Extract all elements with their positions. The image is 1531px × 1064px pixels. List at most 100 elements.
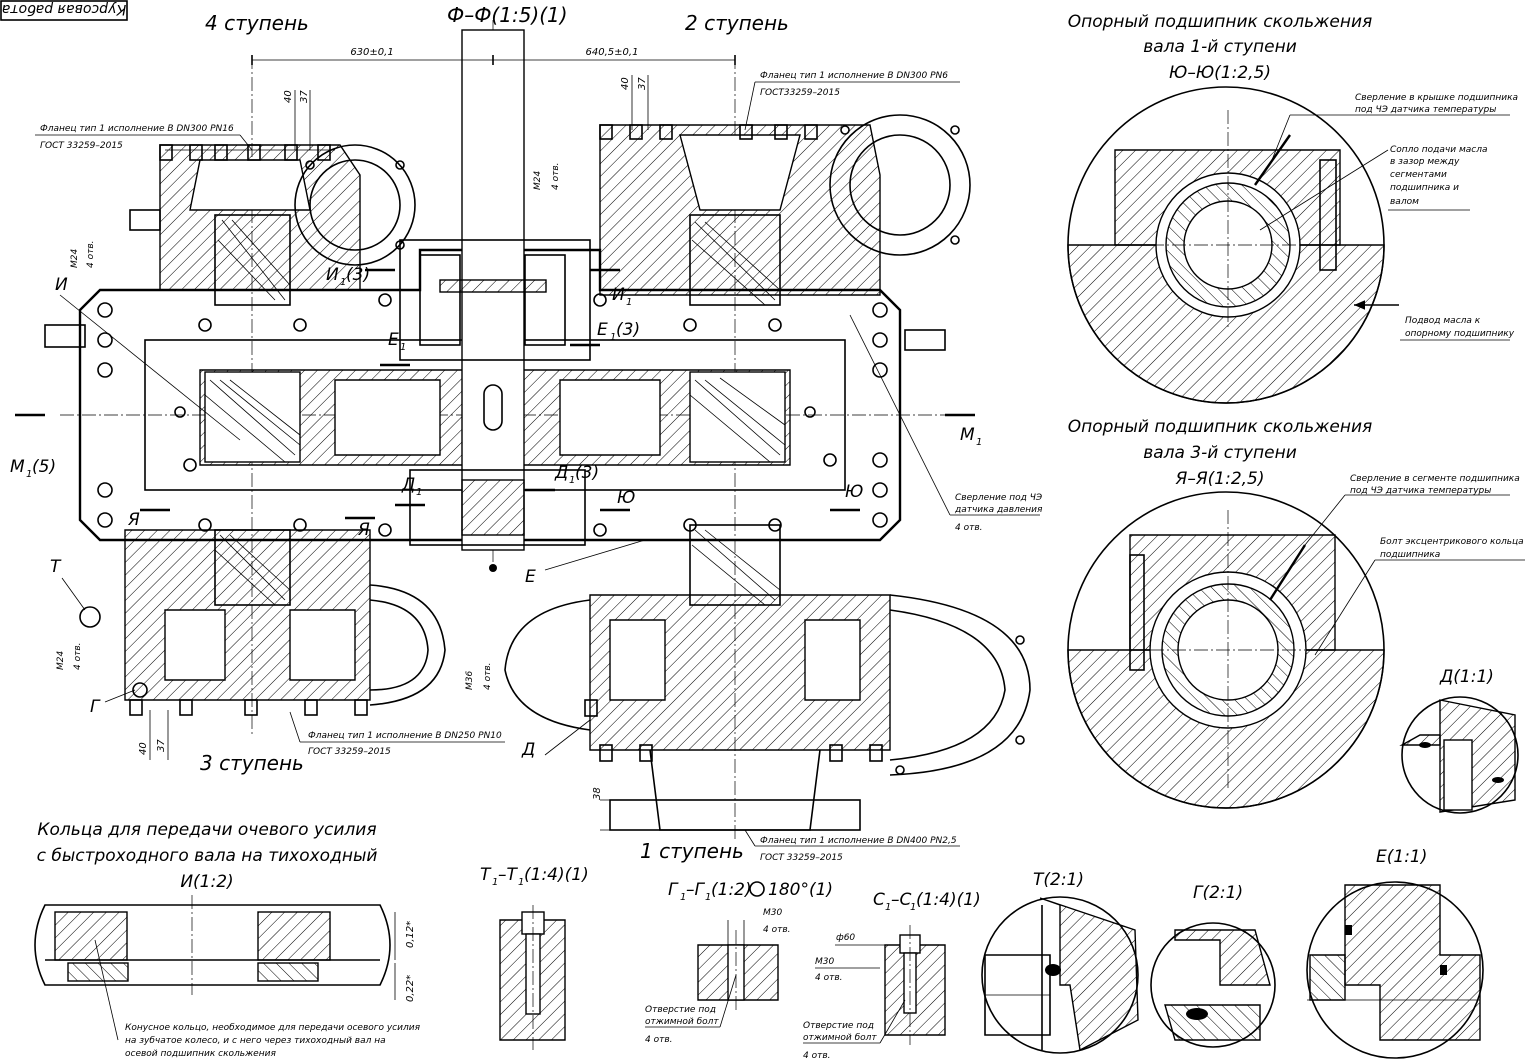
label-Ya-left: Я bbox=[127, 510, 140, 530]
stage-2-turbine bbox=[599, 114, 971, 306]
g1-note-line3: 4 отв. bbox=[645, 1035, 673, 1045]
pinion-right bbox=[689, 371, 786, 463]
drill-press-line2: датчика давления bbox=[954, 505, 1043, 515]
label-E1-left-sub: 1 bbox=[400, 342, 406, 353]
bearing-1-detail: Опорный подшипник скольжения вала 1-й ст… bbox=[1067, 12, 1518, 404]
drill-press-line3: 4 отв. bbox=[955, 523, 983, 533]
label-Yu-left: Ю bbox=[617, 488, 635, 508]
stage-1-turbine bbox=[504, 524, 1031, 831]
b1-oil-line1: Подвод масла к bbox=[1405, 316, 1481, 326]
b1-drill-line1: Сверление в крышке подшипника bbox=[1355, 93, 1518, 103]
label-M1-5-tail: (5) bbox=[32, 457, 56, 477]
stage-4-turbine bbox=[129, 144, 416, 306]
label-M1-5: М bbox=[10, 457, 25, 477]
bearing-1-title-line3: Ю–Ю(1:2,5) bbox=[1169, 63, 1271, 83]
bearing-3-title-line3: Я–Я(1:2,5) bbox=[1175, 469, 1265, 489]
rings-title-line1: Кольца для передачи очевого усилия bbox=[37, 820, 376, 840]
b1-nozzle-line2: в зазор между bbox=[1390, 157, 1460, 167]
dim-37-a: 37 bbox=[299, 90, 310, 103]
rings-note-line1: Конусное кольцо, необходимое для передач… bbox=[125, 1023, 421, 1033]
label-D1-left: Д bbox=[401, 475, 415, 495]
label-E1-3: Е bbox=[597, 320, 608, 340]
rings-note-line3: осевой подшипник скольжения bbox=[125, 1049, 276, 1059]
g1-rot: 180°(1) bbox=[768, 880, 833, 900]
label-E: Е bbox=[525, 567, 536, 587]
b1-nozzle-line3: сегментами bbox=[1390, 170, 1447, 180]
label-I: И bbox=[55, 275, 68, 295]
label-D1-3-tail: (3) bbox=[575, 463, 599, 483]
stage-2-label: 2 ступень bbox=[685, 11, 789, 35]
m36: М36 bbox=[465, 671, 475, 690]
detail-e-title: Е(1:1) bbox=[1376, 847, 1427, 867]
detail-d: Д(1:1) bbox=[1399, 667, 1519, 814]
bearing-3-title-line1: Опорный подшипник скольжения bbox=[1068, 417, 1373, 437]
g1-note-line1: Отверстие под bbox=[645, 1005, 716, 1015]
c1-note-line3: 4 отв. bbox=[803, 1051, 831, 1061]
rings-title-line2: с быстроходного вала на тихоходный bbox=[37, 846, 378, 866]
label-M1-right-sub: 1 bbox=[976, 437, 982, 448]
pinion-left bbox=[204, 371, 301, 463]
dim-37-c: 37 bbox=[156, 739, 167, 752]
flange-1-line1: Фланец тип 1 исполнение В DN400 PN2,5 bbox=[760, 836, 957, 846]
t1-title-a: Т bbox=[480, 865, 492, 885]
bearing-1-title-line1: Опорный подшипник скольжения bbox=[1068, 12, 1373, 32]
c1-title-sub: 1 bbox=[885, 902, 891, 913]
g1-m30: М30 bbox=[763, 908, 782, 918]
label-D: Д bbox=[521, 740, 535, 760]
rings-dim-a: 0,12* bbox=[405, 921, 416, 948]
t1-title-sub2: 1 bbox=[518, 877, 524, 888]
label-Yu-right: Ю bbox=[845, 482, 863, 502]
bearing-1-title-line2: вала 1-й ступени bbox=[1143, 37, 1297, 57]
otv-d: 4 отв. bbox=[483, 662, 493, 690]
b1-nozzle-line1: Сопло подачи масла bbox=[1390, 145, 1487, 155]
section-c1: С 1 –С 1 (1:4)(1) ф60 М30 4 отв. Отверст… bbox=[803, 890, 981, 1061]
g1-title-sub: 1 bbox=[680, 892, 686, 903]
main-assembly-view: 630±0,1 640,5±0,1 40 37 40 37 40 37 38 М… bbox=[10, 3, 1043, 863]
rings-title-line3: И(1:2) bbox=[180, 872, 233, 892]
flange-4-line1: Фланец тип 1 исполнение В DN300 PN16 bbox=[40, 124, 234, 134]
c1-title-b: –С bbox=[891, 890, 912, 910]
detail-g: Г(2:1) bbox=[1150, 883, 1276, 1048]
c1-d60: ф60 bbox=[836, 933, 855, 943]
flange-2-line2: ГОСТ33259–2015 bbox=[760, 88, 840, 98]
section-g1: Г 1 –Г 1 (1:2) 180°(1) М30 4 отв. Отверс… bbox=[645, 880, 833, 1045]
label-I1-3-sub: 1 bbox=[340, 277, 346, 288]
flange-3-line1: Фланец тип 1 исполнение В DN250 PN10 bbox=[308, 731, 502, 741]
label-Ya-right: Я bbox=[357, 520, 370, 540]
rings-detail: Кольца для передачи очевого усилия с быс… bbox=[34, 820, 421, 1059]
dim-40-a: 40 bbox=[283, 90, 294, 103]
detail-e: Е(1:1) bbox=[1306, 847, 1484, 1059]
stage-3-turbine bbox=[79, 529, 446, 716]
detail-t-title: Т(2:1) bbox=[1033, 870, 1084, 890]
t1-title-sub: 1 bbox=[492, 877, 498, 888]
label-D1-3-sub: 1 bbox=[569, 475, 575, 486]
c1-title-a: С bbox=[873, 890, 885, 910]
detail-d-title: Д(1:1) bbox=[1439, 667, 1494, 687]
drill-press-line1: Сверление под ЧЭ bbox=[955, 493, 1043, 503]
b3-bolt-line2: подшипника bbox=[1380, 550, 1440, 560]
flange-2-line1: Фланец тип 1 исполнение В DN300 PN6 bbox=[760, 71, 948, 81]
section-title-f: Ф–Ф(1:5)(1) bbox=[447, 3, 568, 27]
label-E1-3-sub: 1 bbox=[610, 332, 616, 343]
m24-b: М24 bbox=[70, 249, 80, 268]
b1-drill-line2: под ЧЭ датчика температуры bbox=[1355, 105, 1496, 115]
b1-nozzle-line5: валом bbox=[1390, 197, 1419, 207]
g1-otv: 4 отв. bbox=[763, 925, 791, 935]
label-I1-right-sub: 1 bbox=[626, 297, 632, 308]
bearing-3-title-line2: вала 3-й ступени bbox=[1143, 443, 1297, 463]
c1-title-tail: (1:4)(1) bbox=[916, 890, 981, 910]
rings-note-line2: на зубчатое колесо, и с него через тихох… bbox=[125, 1036, 386, 1046]
c1-note-line1: Отверстие под bbox=[803, 1021, 874, 1031]
stamp-text: Курсовая работа bbox=[2, 1, 126, 17]
rings-dim-b: 0,22* bbox=[405, 975, 416, 1002]
flange-3-line2: ГОСТ 33259–2015 bbox=[308, 747, 391, 757]
t1-title-b: –Т bbox=[498, 865, 519, 885]
c1-m30: М30 bbox=[815, 957, 834, 967]
label-M1-right: М bbox=[960, 425, 975, 445]
label-T: Т bbox=[50, 557, 62, 577]
label-M1-5-sub: 1 bbox=[26, 469, 32, 480]
bearing-3-detail: Опорный подшипник скольжения вала 3-й ст… bbox=[1067, 417, 1525, 809]
dim-40-c: 40 bbox=[138, 742, 149, 755]
dim-left: 630±0,1 bbox=[350, 47, 393, 58]
